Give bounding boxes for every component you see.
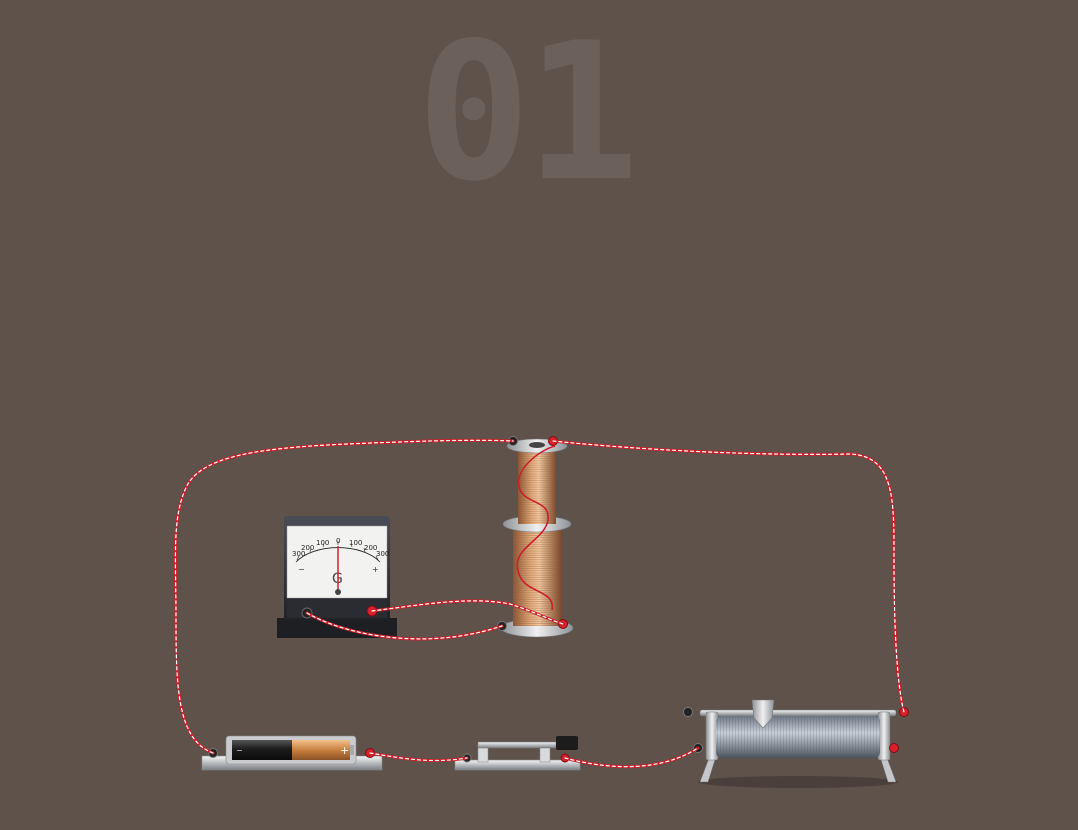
knife-switch[interactable] [454,736,581,771]
wire-battery-to-coil-top[interactable] [173,438,515,755]
galvanometer[interactable]: 300 200 100 0 100 200 300 − + G [277,516,397,638]
rheostat[interactable] [683,699,909,788]
scale-label-pos-200: 200 [364,544,377,552]
coil-wrap-wire [516,445,556,611]
battery-minus-sign: − [236,746,243,755]
wire-coil-top-to-rheostat[interactable] [551,439,906,714]
galvanometer-dial [286,525,388,599]
galvanometer-scale-ticks [296,541,379,561]
battery-cell-copper [292,740,350,760]
wire-battery-to-switch[interactable] [368,751,469,763]
rheostat-top-left-terminal[interactable] [683,707,693,717]
switch-blade[interactable] [477,741,557,749]
scale-label-pos-300: 300 [376,550,389,558]
switch-handle[interactable] [556,736,578,750]
battery-cell-black [232,740,292,760]
step-number: 01 [416,2,640,223]
rheostat-slider[interactable] [751,699,775,729]
galvanometer-minus-sign: − [298,565,305,574]
battery-plus-sign: + [340,744,349,757]
solenoid-coil[interactable] [497,436,574,638]
battery[interactable]: − + [201,735,383,771]
switch-base [454,759,581,771]
rheostat-slider-rail [699,709,897,717]
scale-label-neg-300: 300 [292,550,305,558]
scale-label-neg-200: 200 [301,544,314,552]
wire-galvanometer-to-coil-black[interactable] [305,611,504,641]
wires [173,438,906,769]
galvanometer-pivot [335,589,341,595]
scale-label-neg-100: 100 [316,539,329,547]
rheostat-bottom-right-terminal[interactable] [889,743,899,753]
wire-switch-to-rheostat[interactable] [563,746,700,769]
wire-galvanometer-to-coil-red[interactable] [370,599,565,626]
scale-label-pos-100: 100 [349,539,362,547]
galvanometer-plus-sign: + [372,565,379,574]
battery-positive-nub [350,745,354,755]
scale-label-zero: 0 [336,537,340,545]
